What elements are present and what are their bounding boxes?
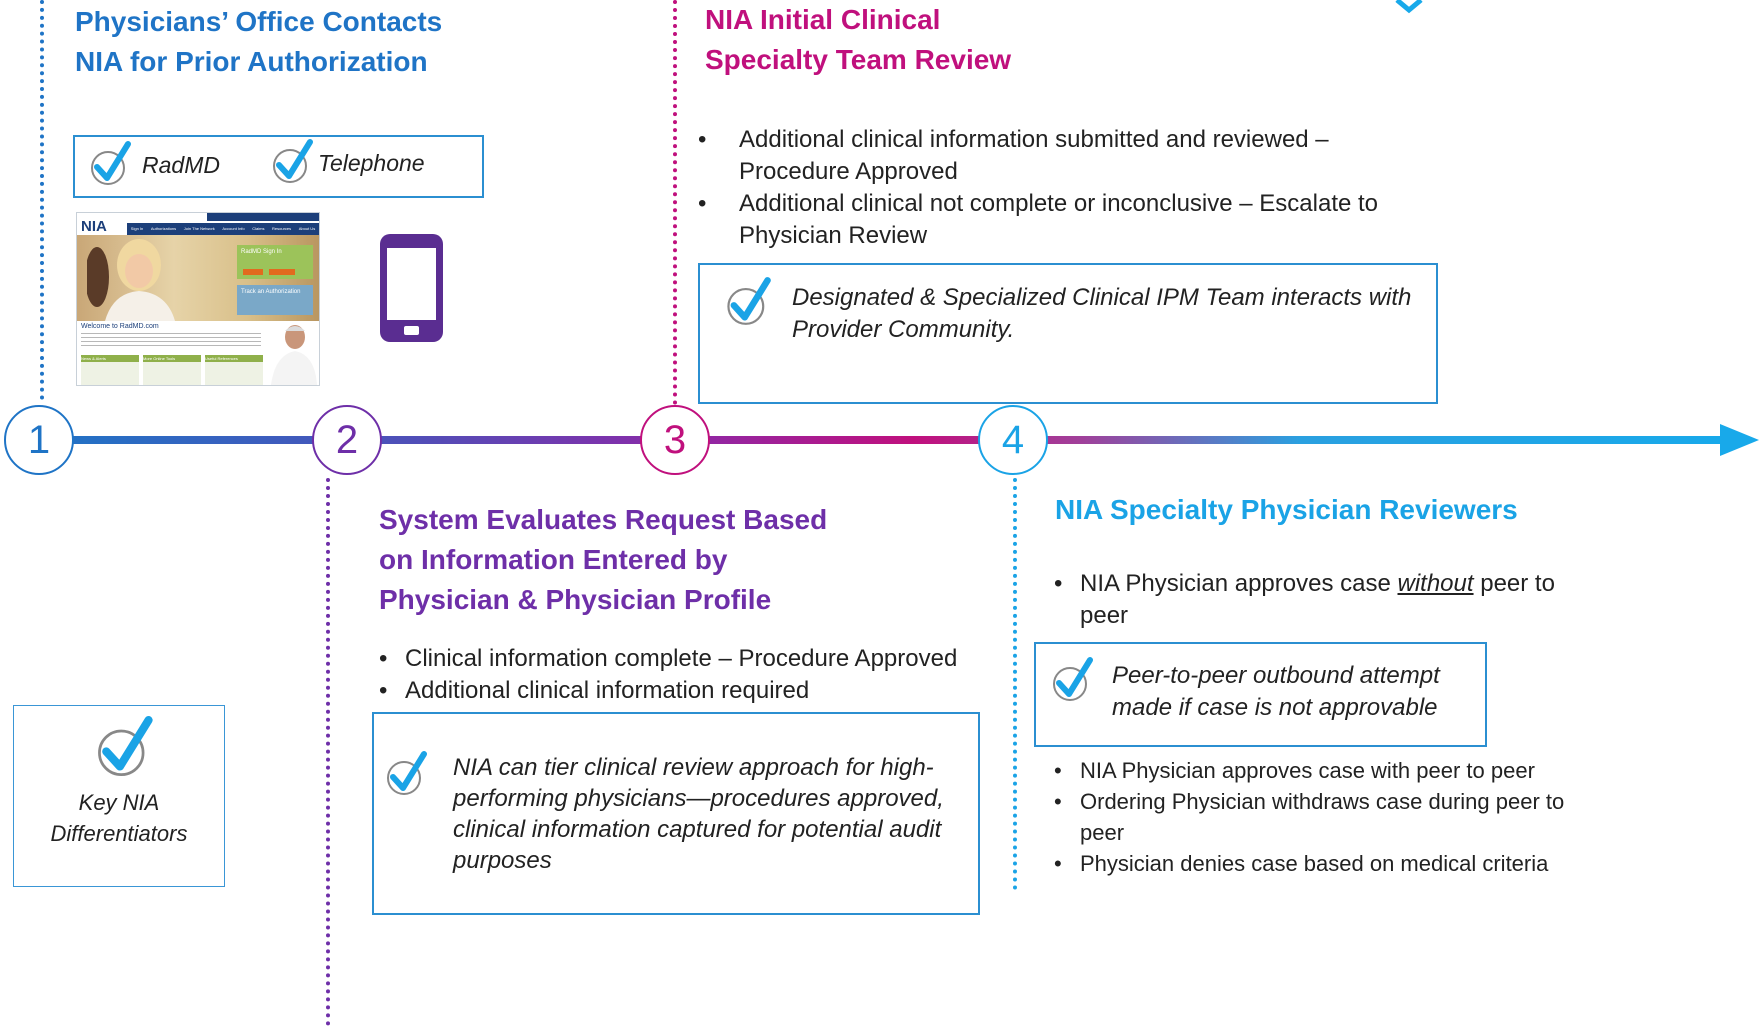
legend-box [13, 705, 225, 887]
legend-line1: Key NIA [78, 790, 160, 815]
step-3-note: Designated & Specialized Clinical IPM Te… [792, 284, 1412, 343]
step-4-title: NIA Specialty Physician Reviewers [1055, 494, 1518, 525]
site-nav-claims: Claims [252, 226, 265, 231]
signin-button [243, 269, 263, 275]
step-3-number: 3 [663, 417, 687, 462]
step-3-title-line2: Specialty Team Review [705, 44, 1012, 75]
step-2-bullet-1: Clinical information complete – Procedur… [375, 643, 995, 675]
site-top-bar [207, 213, 319, 221]
site-nav: Sign In Authorizations Join The Network … [127, 223, 319, 235]
radmd-check-icon [91, 141, 131, 185]
step-1-title-line2: NIA for Prior Authorization [75, 46, 428, 77]
step-2-note: NIA can tier clinical review approach fo… [453, 754, 944, 874]
tools-col-header: More Online Tools [143, 355, 201, 362]
step-4-bullet-b2: Ordering Physician withdraws case during… [1050, 786, 1570, 848]
timeline-arrow [40, 424, 1759, 456]
welcome-text-lines [81, 333, 261, 347]
connector-2 [326, 478, 330, 1026]
step-2-circle: 2 [312, 405, 382, 475]
corner-arrow-fragment [1395, 0, 1423, 14]
step-4-bullet-a1: NIA Physician approves case without peer… [1050, 568, 1555, 632]
track-panel [237, 285, 313, 315]
site-nav-account: Account Info [222, 226, 245, 231]
step-2-note-box [372, 712, 980, 915]
telephone-option: Telephone [318, 150, 425, 176]
step-2-check-icon [387, 751, 427, 795]
step-4-check-icon [1053, 657, 1093, 701]
doctor-image [271, 325, 317, 385]
legend-check-icon [98, 716, 153, 776]
step-2-title-line1: System Evaluates Request Based [379, 504, 828, 535]
connector-3 [673, 0, 677, 405]
site-logo: NIA [81, 218, 107, 235]
step-1-number: 1 [27, 417, 51, 462]
step-2-bullets: Clinical information complete – Procedur… [375, 643, 995, 707]
step-2-bullet-2: Additional clinical information required [375, 675, 995, 707]
step-2-title-line2: on Information Entered by [379, 544, 728, 575]
site-nav-signin: Sign In [130, 226, 144, 231]
step-3-title: NIA Initial Clinical Specialty Team Revi… [705, 0, 1305, 80]
site-nav-about: About Us [298, 226, 316, 231]
telephone-check-icon [273, 139, 313, 183]
step-4-bullet-a1-post: peer to peer [1080, 570, 1555, 629]
step-2-title-line3: Physician & Physician Profile [379, 584, 772, 615]
signin-title: RadMD Sign In [241, 249, 282, 255]
step-4-bullet-b1: NIA Physician approves case with peer to… [1050, 755, 1570, 786]
signup-button [269, 269, 295, 275]
connector-4 [1013, 478, 1017, 890]
refs-col-header: Useful References [205, 355, 263, 362]
site-welcome: Welcome to RadMD.com [81, 323, 159, 330]
phone-icon [380, 234, 443, 342]
step-2-title: System Evaluates Request Based on Inform… [379, 500, 939, 620]
step-4-note: Peer-to-peer outbound attempt made if ca… [1112, 662, 1440, 721]
step-3-title-line1: NIA Initial Clinical [705, 4, 941, 35]
connector-1 [40, 0, 44, 400]
step-3-note-box [698, 263, 1438, 404]
hero-person-image [87, 239, 175, 321]
step-4-circle: 4 [978, 405, 1048, 475]
step-4-bullet-b3: Physician denies case based on medical c… [1050, 848, 1570, 879]
radmd-website-screenshot: NIA Sign In Authorizations Join The Netw… [76, 212, 320, 386]
legend-label: Key NIA Differentiators [13, 787, 225, 849]
step-3-bullets: Additional clinical information submitte… [694, 124, 1394, 252]
legend-line2: Differentiators [50, 821, 188, 846]
step-4-bullet-a1-em: without [1397, 570, 1474, 597]
step-3-bullet-2: Additional clinical not complete or inco… [694, 188, 1394, 252]
site-nav-auth: Authorizations [150, 226, 177, 231]
step-1-circle: 1 [4, 405, 74, 475]
step-2-number: 2 [335, 417, 359, 462]
site-nav-join: Join The Network [183, 226, 215, 231]
step-1-title: Physicians’ Office Contacts NIA for Prio… [75, 2, 635, 82]
step-3-check-icon [727, 277, 771, 325]
step-4-bullet-a1-pre: NIA Physician approves case [1080, 570, 1398, 597]
track-title: Track an Authorization [241, 289, 301, 295]
site-nav-resources: Resources [272, 226, 292, 231]
step-4-bullets-b: NIA Physician approves case with peer to… [1050, 755, 1570, 879]
news-col-header: News & Alerts [81, 355, 139, 362]
step-3-bullet-1: Additional clinical information submitte… [694, 124, 1394, 188]
radmd-option: RadMD [142, 152, 220, 178]
step-4-note-box [1034, 642, 1487, 747]
step-1-title-line1: Physicians’ Office Contacts [75, 6, 443, 37]
step-3-circle: 3 [640, 405, 710, 475]
step-4-number: 4 [1001, 417, 1025, 462]
step-4-bullets-a: NIA Physician approves case without peer… [1050, 568, 1555, 632]
